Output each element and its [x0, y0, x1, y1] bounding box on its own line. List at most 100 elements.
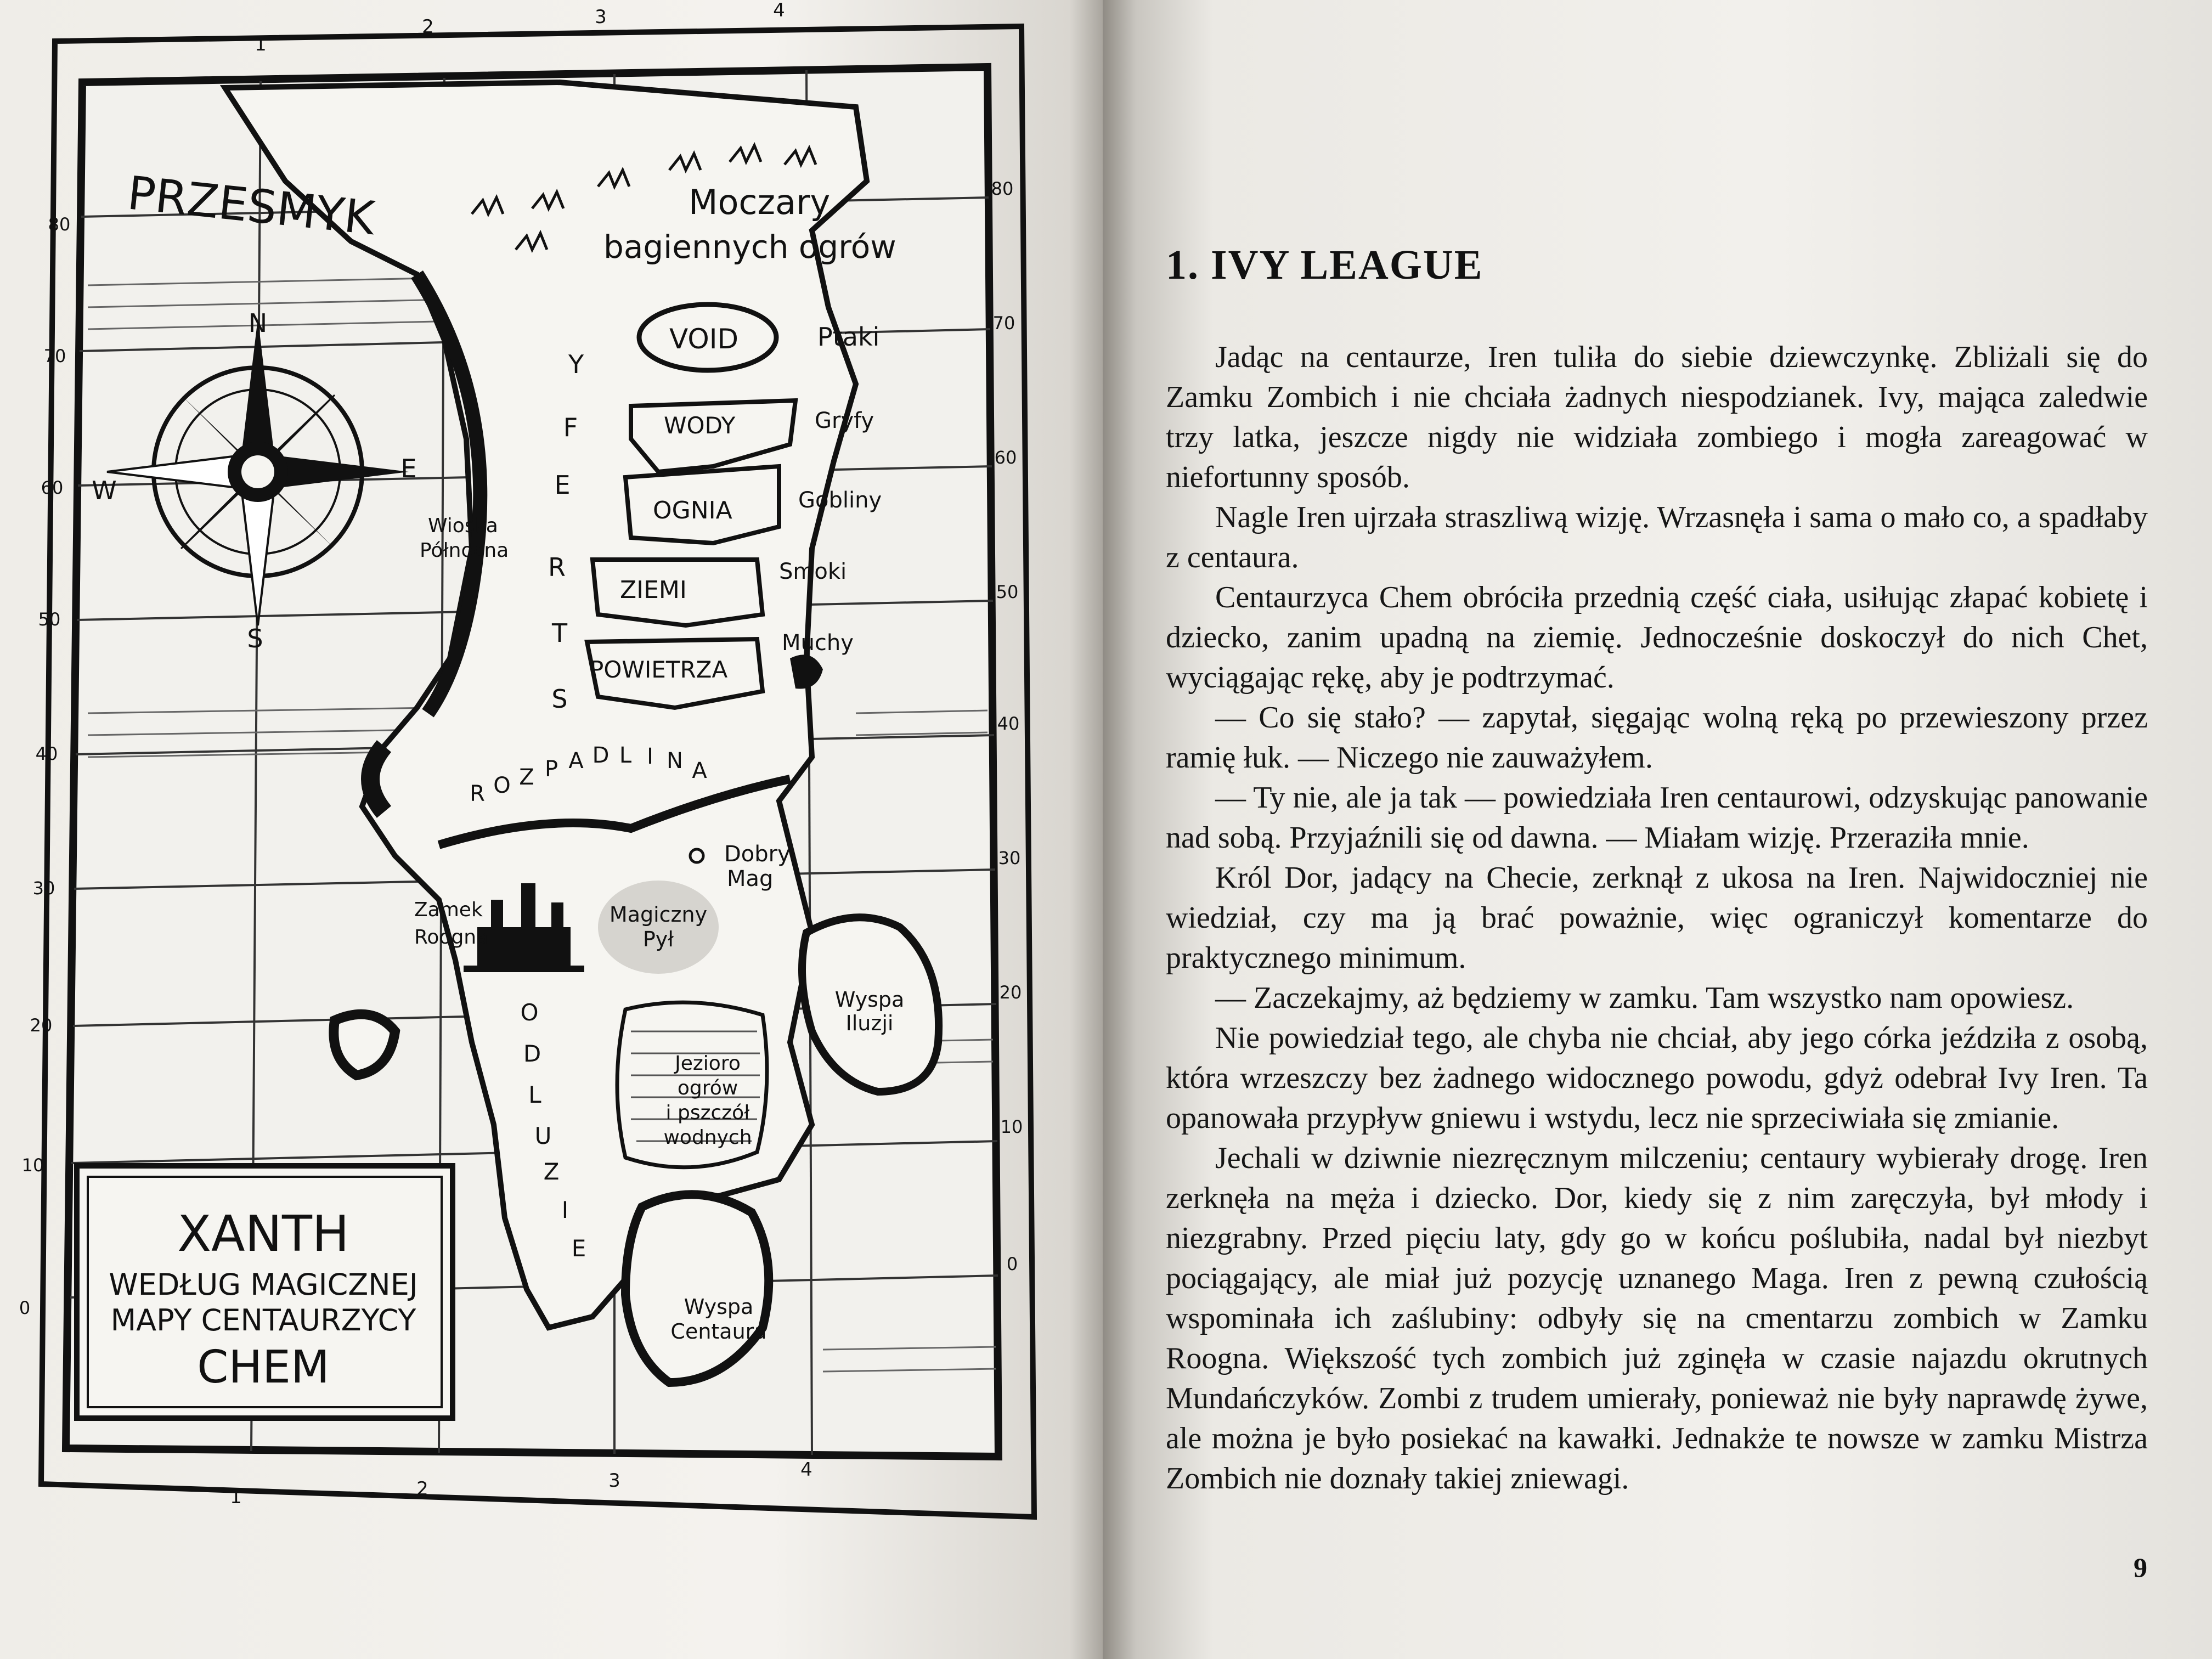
paragraph: Nagle Iren ujrzała straszliwą wizję. Wrz…	[1166, 500, 2148, 574]
earth-zone	[590, 557, 765, 628]
rozpadlina-letter: A	[692, 758, 707, 783]
odludzie-letter: D	[523, 1040, 541, 1067]
strefy-letter: T	[551, 618, 568, 648]
rift-line	[437, 775, 791, 849]
rozpadlina-letter: P	[545, 757, 558, 782]
lake-waves	[631, 1030, 760, 1142]
strefy-letter: R	[548, 552, 566, 582]
right-axis-label: 70	[993, 313, 1015, 334]
top-axis-label: 2	[422, 16, 434, 38]
jezioro-line: Jezioro	[674, 1052, 741, 1075]
paragraph: — Co się stało? — zapytał, sięgając woln…	[1166, 701, 2148, 775]
left-axis-label: 0	[19, 1297, 30, 1318]
strefy-letter: S	[551, 684, 567, 714]
label-ognia: OGNIA	[653, 496, 732, 524]
right-axis-label: 50	[996, 582, 1019, 602]
bottom-axis-label: 4	[800, 1459, 812, 1481]
paragraph: — Ty nie, ale ja tak — powiedziała Iren …	[1166, 781, 2148, 855]
label-moczary: Moczary	[689, 182, 830, 222]
label-zamek: Zamek	[414, 899, 483, 921]
chapter-title: 1. IVY LEAGUE	[1166, 242, 1483, 288]
paragraph: Jadąc na centaurze, Iren tuliła do siebi…	[1166, 340, 2148, 494]
label-void: VOID	[669, 323, 738, 355]
label-rozpadlina: R O Z P A D L I N A	[470, 743, 707, 806]
right-axis-label: 20	[1000, 982, 1022, 1003]
rozpadlina-letter: R	[470, 781, 485, 806]
bottom-axis-label: 1	[230, 1486, 242, 1508]
left-axis: 80 70 60 50 40 30 20 10 0	[19, 214, 71, 1318]
left-axis-label: 40	[36, 743, 58, 764]
castle-roogna-icon	[464, 883, 584, 972]
compass-e: E	[400, 454, 416, 483]
island-centaur	[620, 1190, 774, 1387]
top-axis-label: 3	[595, 6, 607, 28]
chapter-body: Jadąc na centaurze, Iren tuliła do siebi…	[1166, 337, 2148, 1499]
label-wyspa-centaura: Wyspa	[684, 1295, 754, 1319]
void-zone	[636, 302, 779, 373]
compass-n: N	[249, 308, 267, 338]
compass-rose-icon	[106, 318, 409, 626]
page-number: 9	[2134, 1552, 2147, 1583]
odludzie-letter: Z	[544, 1158, 560, 1185]
label-moczary-2: bagiennych ogrów	[603, 228, 896, 266]
right-axis: 80 70 60 50 40 30 20 10 0	[991, 178, 1023, 1274]
map-title-line-2: WEDŁUG MAGICZNEJ	[109, 1267, 417, 1302]
map-title-line-1: XANTH	[177, 1205, 349, 1263]
xanth-map: XANTH WEDŁUG MAGICZNEJ MAPY CENTAURZYCY …	[19, 0, 1037, 1520]
map-title-box	[74, 1163, 455, 1421]
coast-shading-rift	[361, 740, 392, 818]
odludzie-letter: E	[572, 1235, 586, 1262]
swamp-tufts-icon	[471, 142, 817, 253]
paragraph: Król Dor, jadący na Checie, zerknął z uk…	[1166, 861, 2148, 975]
left-axis-label: 60	[41, 477, 64, 498]
jezioro-line: wodnych	[663, 1126, 752, 1149]
label-muchy: Muchy	[782, 630, 854, 656]
island-small-west	[329, 1009, 400, 1081]
top-axis: 1 2 3 4	[255, 0, 785, 55]
island-small-east	[790, 654, 823, 689]
strefy-letter: E	[554, 470, 570, 500]
odludzie-letter: U	[535, 1122, 552, 1149]
label-strefy: S T R E F Y	[548, 349, 584, 714]
label-zamek-2: Roogna	[414, 926, 488, 949]
left-axis-label: 10	[22, 1155, 44, 1176]
jezioro-line: i pszczół	[666, 1102, 751, 1124]
label-gryfy: Gryfy	[815, 408, 874, 433]
jezioro-line: ogrów	[678, 1077, 738, 1099]
left-axis-label: 50	[38, 609, 61, 630]
right-axis-label: 40	[997, 713, 1020, 734]
label-gobliny: Gobliny	[798, 488, 882, 513]
label-wyspa-iluzji-2: Iluzji	[846, 1011, 894, 1035]
map-outer-frame	[38, 23, 1037, 1520]
rozpadlina-letter: O	[493, 773, 510, 798]
right-axis-label: 60	[995, 447, 1017, 468]
left-page: XANTH WEDŁUG MAGICZNEJ MAPY CENTAURZYCY …	[0, 0, 1103, 1659]
strefy-letter: F	[563, 413, 578, 442]
odludzie-letter: O	[520, 999, 538, 1026]
paragraph: Jechali w dziwnie niezręcznym milczeniu;…	[1166, 1141, 2148, 1496]
left-axis-label: 20	[30, 1015, 53, 1036]
label-magiczny-pyl: Magiczny	[610, 902, 707, 927]
rozpadlina-letter: A	[568, 748, 584, 774]
left-axis-label: 80	[48, 214, 71, 235]
paragraph: Centaurzyca Chem obróciła przednią część…	[1166, 580, 2148, 695]
right-axis-label: 10	[1001, 1116, 1023, 1137]
odludzie-letter: I	[562, 1197, 568, 1223]
label-wyspa-iluzji: Wyspa	[835, 988, 905, 1012]
label-odludzie: O D L U Z I E	[520, 999, 586, 1262]
label-wioska-2: Północna	[420, 539, 509, 562]
right-axis-label: 0	[1007, 1254, 1018, 1274]
label-ptaki: Ptaki	[817, 322, 879, 352]
right-axis-label: 30	[998, 848, 1021, 868]
label-dobry-mag-2: Mag	[727, 866, 773, 891]
label-magiczny-pyl-2: Pył	[643, 927, 674, 951]
compass-s: S	[247, 624, 263, 653]
left-axis-label: 70	[44, 346, 66, 366]
magic-dust-area	[598, 881, 719, 974]
right-axis-label: 80	[991, 178, 1014, 199]
label-dobry-mag: Dobry	[724, 842, 791, 867]
bottom-axis-label: 2	[416, 1478, 428, 1500]
water-zone	[629, 398, 798, 475]
rozpadlina-letter: D	[592, 743, 610, 768]
paragraph: Nie powiedział tego, ale chyba nie chcia…	[1166, 1021, 2148, 1135]
